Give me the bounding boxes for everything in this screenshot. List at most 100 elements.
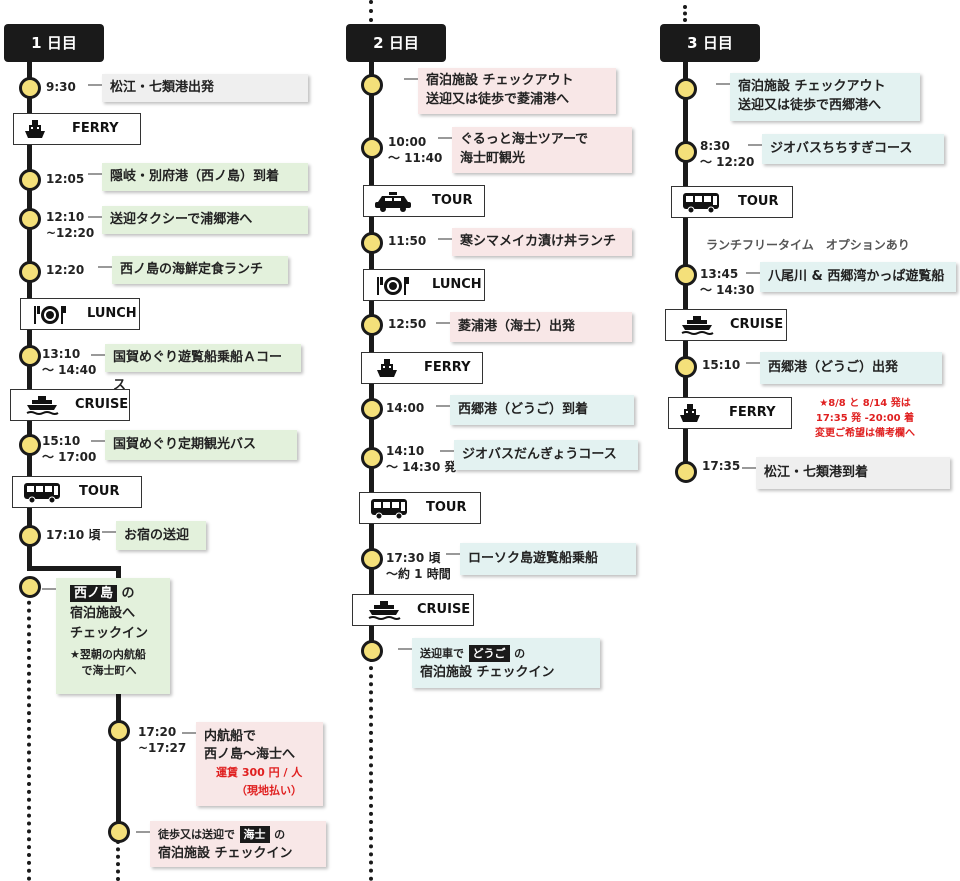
event-box: 内航船で 西ノ島～海士へ 運賃 300 円 / 人 （現地払い） bbox=[182, 722, 323, 806]
fare-note: （現地払い） bbox=[236, 784, 302, 797]
event-text: 西ノ島～海士へ bbox=[204, 747, 296, 762]
time-start: 8:30 bbox=[700, 139, 730, 153]
ferry-icon bbox=[680, 404, 700, 422]
cruise-tag: CRUISE bbox=[665, 309, 787, 341]
day2-dotted-bottom bbox=[369, 658, 373, 881]
day1-node bbox=[19, 77, 41, 99]
transport-label: FERRY bbox=[424, 360, 471, 375]
event-text: 西ノ島の海鮮定食ランチ bbox=[120, 262, 264, 277]
cruise-icon bbox=[681, 316, 714, 335]
event-time: 10:00～ 11:40 bbox=[388, 134, 442, 166]
event-box: ぐるっと海士ツアーで 海士町観光 bbox=[438, 127, 632, 173]
day1-branch-line bbox=[27, 566, 120, 571]
day3-header: 3 日目 bbox=[660, 24, 760, 62]
lunch-tag: LUNCH bbox=[20, 298, 140, 330]
event-text: 寒シマメイカ漬け丼ランチ bbox=[460, 234, 617, 249]
event-time: 12:20 bbox=[46, 263, 85, 277]
event-text: 内航船で bbox=[204, 729, 257, 744]
day2-node bbox=[361, 74, 383, 96]
event-text: の bbox=[514, 647, 526, 660]
day1-node bbox=[19, 434, 41, 456]
time-end: ～ 17:00 bbox=[42, 450, 97, 464]
day1-node bbox=[19, 576, 41, 598]
event-text: ジオバスだんぎょうコース bbox=[462, 447, 617, 462]
event-time: 14:00 bbox=[386, 401, 425, 415]
transport-label: FERRY bbox=[729, 405, 776, 420]
day2-dotted-top bbox=[369, 0, 373, 22]
day1-node bbox=[19, 525, 41, 547]
lunch-icon bbox=[34, 306, 66, 324]
event-text: 海士町観光 bbox=[460, 151, 526, 166]
event-time: 12:05 bbox=[46, 172, 85, 186]
event-text: の bbox=[121, 586, 135, 601]
event-box: 宿泊施設 チェックアウト 送迎又は徒歩で西郷港へ bbox=[716, 73, 920, 121]
day2-header: 2 日目 bbox=[346, 24, 446, 62]
event-text: 送迎又は徒歩で菱浦港へ bbox=[426, 92, 570, 107]
day1-branch-dotted-line bbox=[116, 840, 120, 881]
time-start: 13:45 bbox=[700, 267, 739, 281]
event-box: 隠岐・別府港（西ノ島）到着 bbox=[88, 163, 308, 191]
day1-branch-timeline bbox=[116, 566, 121, 836]
time-end: ～ 14:30 bbox=[700, 283, 755, 297]
event-box: 国賀めぐり遊覧船乗船Ａコース bbox=[91, 344, 301, 393]
event-box: 徒歩又は送迎で 海士 の 宿泊施設 チェックイン bbox=[136, 821, 326, 867]
event-time: 13:45 ～ 14:30 bbox=[700, 266, 754, 298]
event-text: 国賀めぐり遊覧船乗船Ａコース bbox=[113, 350, 283, 393]
event-time: 12:50 bbox=[388, 317, 427, 331]
time-end: ~17:27 bbox=[138, 741, 187, 755]
note-line: ★8/8 と 8/14 発は bbox=[819, 398, 911, 409]
time-start: 12:10 bbox=[46, 210, 85, 224]
day1-node bbox=[19, 208, 41, 230]
cruise-icon bbox=[368, 601, 401, 620]
event-box: 寒シマメイカ漬け丼ランチ bbox=[438, 228, 632, 256]
event-box: 西郷港（どうご）出発 bbox=[746, 352, 942, 384]
event-text: ジオバスちちすぎコース bbox=[770, 141, 913, 156]
time-end: ～約 1 時間 bbox=[386, 567, 451, 581]
event-text: 西郷港（どうご）出発 bbox=[768, 360, 899, 375]
time-end: ～ 14:40 bbox=[42, 363, 97, 377]
transport-label: CRUISE bbox=[417, 602, 471, 617]
event-text: 宿泊施設へ bbox=[70, 606, 136, 621]
day1-node bbox=[108, 720, 130, 742]
event-text: 西郷港（どうご）到着 bbox=[458, 402, 589, 417]
event-text: 宿泊施設 チェックアウト bbox=[426, 73, 574, 88]
note-line: ★翌朝の内航船 bbox=[70, 648, 146, 661]
event-box: 送迎車で どうご の 宿泊施設 チェックイン bbox=[398, 638, 600, 688]
event-text: お宿の送迎 bbox=[124, 528, 190, 543]
lunch-tag: LUNCH bbox=[363, 269, 485, 301]
event-time: 15:10～ 17:00 bbox=[42, 433, 96, 465]
event-box: ジオバスだんぎょうコース bbox=[440, 440, 638, 470]
event-text: 隠岐・別府港（西ノ島）到着 bbox=[110, 169, 280, 184]
event-box: ローソク島遊覧船乗船 bbox=[446, 543, 636, 575]
time-end: ～ 12:20 bbox=[700, 155, 755, 169]
place-tag: どうご bbox=[468, 645, 510, 662]
event-time: 11:50 bbox=[388, 234, 427, 248]
event-text: 松江・七類港出発 bbox=[110, 80, 215, 95]
day2-node bbox=[361, 447, 383, 469]
event-box: 国賀めぐり定期観光バス bbox=[91, 430, 297, 460]
event-time: 15:10 bbox=[702, 358, 741, 372]
day2-node bbox=[361, 137, 383, 159]
event-text: 菱浦港（海士）出発 bbox=[458, 319, 576, 334]
time-end: ～ 14:30 発 bbox=[386, 460, 457, 474]
cruise-icon bbox=[26, 396, 59, 415]
event-time: 17:10 頃 bbox=[46, 528, 101, 542]
event-text: 松江・七類港到着 bbox=[764, 465, 869, 480]
bus-icon bbox=[683, 193, 719, 214]
event-time: 9:30 bbox=[46, 80, 76, 94]
day1-dotted-line bbox=[27, 585, 31, 881]
event-text: 国賀めぐり定期観光バス bbox=[113, 437, 257, 452]
lunch-icon bbox=[377, 277, 409, 295]
ferry-change-note: ★8/8 と 8/14 発は 17:35 発 -20:00 着 変更ご希望は備考… bbox=[800, 396, 930, 441]
event-box: 松江・七類港到着 bbox=[742, 457, 950, 489]
event-box: ジオバスちちすぎコース bbox=[748, 134, 944, 164]
event-text: 送迎車で bbox=[420, 647, 464, 660]
event-time: 8:30 ～ 12:20 bbox=[700, 138, 754, 170]
day3-node bbox=[675, 141, 697, 163]
day1-node bbox=[108, 821, 130, 843]
time-end: ～ 11:40 bbox=[388, 151, 443, 165]
tour-tag: TOUR bbox=[12, 476, 142, 508]
tour-tag: TOUR bbox=[671, 186, 793, 218]
event-time: 13:10～ 14:40 bbox=[42, 346, 96, 378]
event-text: 宿泊施設 チェックアウト bbox=[738, 79, 886, 94]
